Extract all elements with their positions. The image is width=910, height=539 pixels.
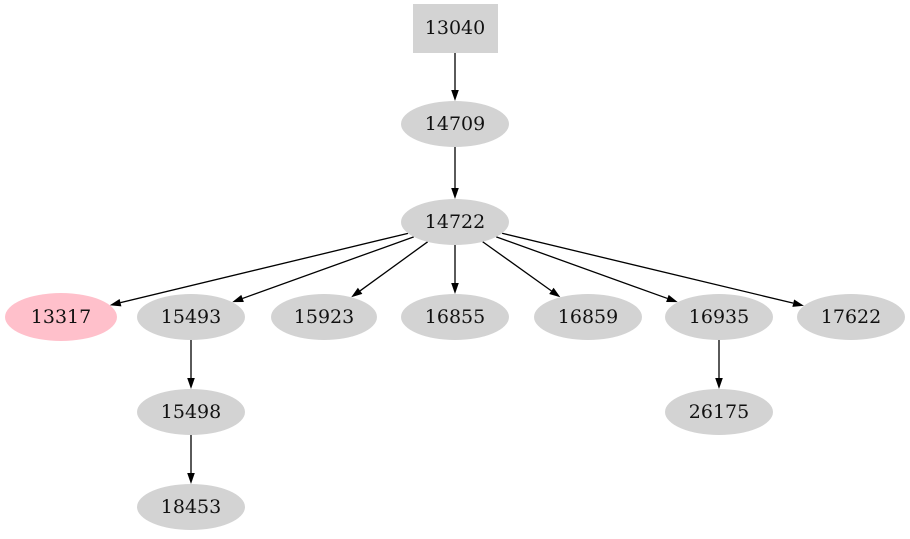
arrowhead-icon xyxy=(451,188,459,199)
edge-14722-16855 xyxy=(451,245,459,294)
node-label: 18453 xyxy=(160,496,222,518)
arrowhead-icon xyxy=(715,378,723,389)
graph-node-18453[interactable]: 18453 xyxy=(137,484,245,530)
graph-node-13040[interactable]: 13040 xyxy=(412,3,498,53)
graph-node-26175[interactable]: 26175 xyxy=(665,389,773,435)
graph-node-16855[interactable]: 16855 xyxy=(401,294,509,340)
edge-15498-18453 xyxy=(187,435,195,484)
arrowhead-icon xyxy=(187,378,195,389)
arrowhead-icon xyxy=(549,287,561,298)
node-label: 15498 xyxy=(160,401,222,423)
edge-14722-17622 xyxy=(501,232,804,307)
graph-node-15923[interactable]: 15923 xyxy=(271,294,377,340)
arrowhead-icon xyxy=(187,473,195,484)
node-label: 16859 xyxy=(557,306,619,328)
edge-14722-15493 xyxy=(232,236,414,303)
graph-node-13317[interactable]: 13317 xyxy=(5,293,117,341)
edge-16935-26175 xyxy=(715,340,723,389)
arrowhead-icon xyxy=(232,294,244,303)
graph-node-16859[interactable]: 16859 xyxy=(534,294,642,340)
arrowhead-icon xyxy=(109,298,122,307)
node-label: 26175 xyxy=(688,401,750,423)
node-label: 14709 xyxy=(424,113,486,135)
arrowhead-icon xyxy=(351,287,363,298)
node-label: 16855 xyxy=(424,306,486,328)
edge-14709-14722 xyxy=(451,147,459,199)
edge-14722-16935 xyxy=(496,236,678,303)
edge-15493-15498 xyxy=(187,340,195,389)
graph-node-16935[interactable]: 16935 xyxy=(665,294,773,340)
graph-node-14709[interactable]: 14709 xyxy=(401,101,509,147)
edge-14722-13317 xyxy=(109,232,409,307)
arrowhead-icon xyxy=(451,283,459,294)
node-label: 16935 xyxy=(688,306,750,328)
node-label: 15923 xyxy=(293,306,355,328)
graph-node-14722[interactable]: 14722 xyxy=(401,199,509,245)
edge-14722-15923 xyxy=(351,241,429,298)
arrowhead-icon xyxy=(451,90,459,101)
node-label: 13317 xyxy=(30,306,92,328)
graph-node-15498[interactable]: 15498 xyxy=(137,389,245,435)
node-label: 13040 xyxy=(424,17,486,39)
node-label: 17622 xyxy=(820,306,882,328)
graph-node-17622[interactable]: 17622 xyxy=(797,294,905,340)
edge-13040-14709 xyxy=(451,52,459,101)
arrowhead-icon xyxy=(666,294,678,303)
edge-14722-16859 xyxy=(482,241,561,298)
node-label: 14722 xyxy=(424,211,486,233)
graph-node-15493[interactable]: 15493 xyxy=(137,294,245,340)
node-label: 15493 xyxy=(160,306,222,328)
